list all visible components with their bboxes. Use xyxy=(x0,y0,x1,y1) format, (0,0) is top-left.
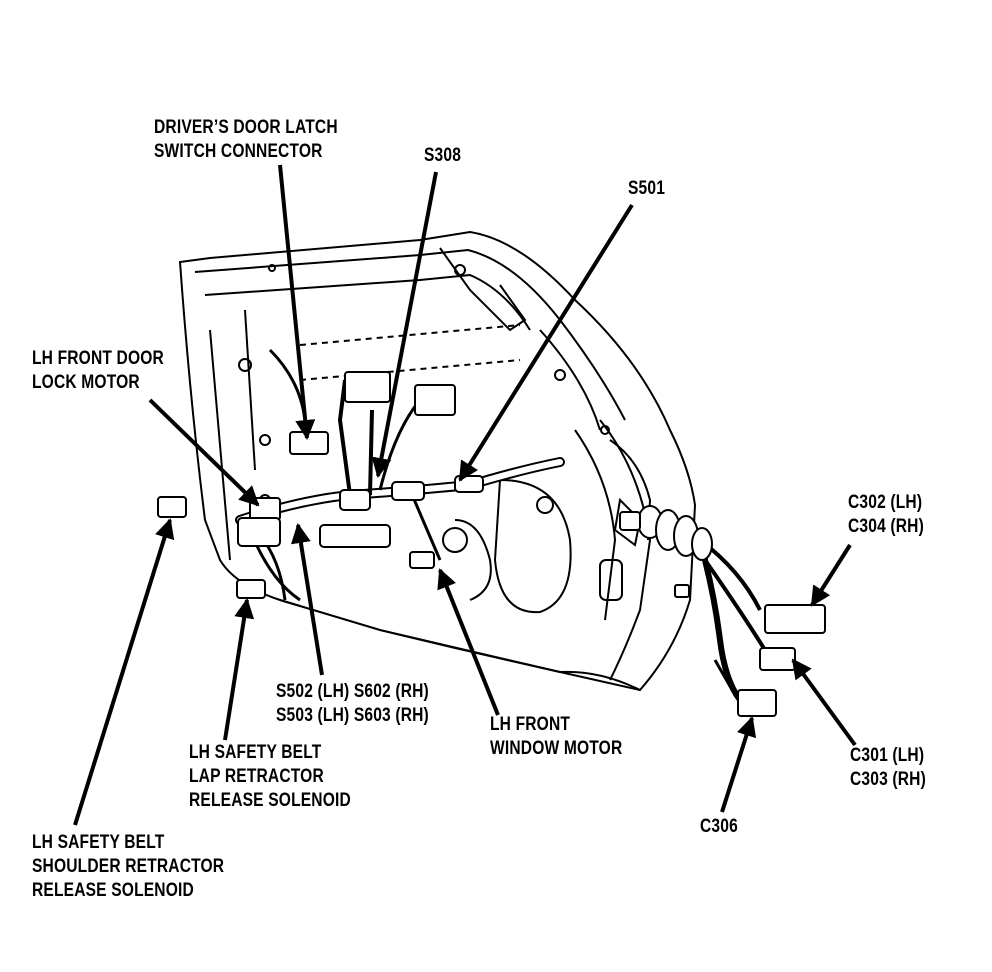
lap-solenoid xyxy=(236,579,266,599)
s503-splice xyxy=(391,481,425,501)
label-c306-text: C306 xyxy=(700,816,738,837)
arrow-s308 xyxy=(371,171,438,478)
leader-arrows xyxy=(73,164,857,826)
s502-splice xyxy=(339,489,371,511)
label-latch-switch-line1: DRIVER’S DOOR LATCH xyxy=(154,117,338,138)
arrow-s501 xyxy=(458,203,634,482)
latch-switch-connector xyxy=(289,431,329,455)
arrow-shoulder-solenoid xyxy=(73,518,175,826)
lock-motor-plug xyxy=(237,517,281,547)
c302-connector xyxy=(764,604,826,634)
label-latch-switch-line2: SWITCH CONNECTOR xyxy=(154,141,323,162)
label-c303: C303 (RH) xyxy=(850,769,926,790)
label-s502-s602: S502 (LH) S602 (RH) xyxy=(276,681,429,702)
label-c302: C302 (LH) xyxy=(848,492,923,513)
label-c301: C301 (LH) xyxy=(850,745,925,766)
label-latch-switch: DRIVER’S DOOR LATCH SWITCH CONNECTOR xyxy=(154,116,338,164)
label-window-motor: LH FRONT WINDOW MOTOR xyxy=(490,713,622,761)
label-lap-solenoid: LH SAFETY BELT LAP RETRACTOR RELEASE SOL… xyxy=(189,741,351,813)
label-shoulder-solenoid-line2: SHOULDER RETRACTOR xyxy=(32,856,225,877)
label-lap-solenoid-line2: LAP RETRACTOR xyxy=(189,766,324,787)
shoulder-solenoid xyxy=(157,496,187,518)
arrow-window-motor xyxy=(437,568,500,716)
label-s308: S308 xyxy=(424,144,461,168)
label-shoulder-solenoid-line1: LH SAFETY BELT xyxy=(32,832,165,853)
label-s501: S501 xyxy=(628,177,665,201)
window-motor-plug xyxy=(409,551,435,569)
label-c301-c303: C301 (LH) C303 (RH) xyxy=(850,744,926,792)
label-shoulder-solenoid: LH SAFETY BELT SHOULDER RETRACTOR RELEAS… xyxy=(32,831,224,903)
arrow-s502 xyxy=(290,523,324,676)
arrow-c302 xyxy=(810,543,852,607)
label-lap-solenoid-line3: RELEASE SOLENOID xyxy=(189,790,351,811)
label-s502-s603: S502 (LH) S602 (RH) S503 (LH) S603 (RH) xyxy=(276,680,429,728)
label-s503-s603: S503 (LH) S603 (RH) xyxy=(276,705,429,726)
door-panel xyxy=(178,230,697,692)
label-c302-c304: C302 (LH) C304 (RH) xyxy=(848,491,924,539)
components xyxy=(157,371,826,717)
arrow-c301 xyxy=(791,658,857,747)
label-c306: C306 xyxy=(700,815,738,839)
arrow-latch-switch xyxy=(278,164,316,440)
arrow-c306 xyxy=(720,716,757,813)
label-lock-motor-line2: LOCK MOTOR xyxy=(32,372,140,393)
label-window-motor-line1: LH FRONT xyxy=(490,714,571,735)
label-lock-motor-line1: LH FRONT DOOR xyxy=(32,348,164,369)
s308-connector xyxy=(344,371,391,403)
arrow-lap-solenoid xyxy=(223,598,255,741)
label-lock-motor: LH FRONT DOOR LOCK MOTOR xyxy=(32,347,164,395)
label-s308-text: S308 xyxy=(424,145,462,166)
c301-connector xyxy=(759,647,796,671)
label-window-motor-line2: WINDOW MOTOR xyxy=(490,738,623,759)
arrow-lock-motor xyxy=(148,398,260,507)
c306-connector xyxy=(737,689,777,717)
label-c304: C304 (RH) xyxy=(848,516,924,537)
upper-connector xyxy=(414,384,456,416)
label-shoulder-solenoid-line3: RELEASE SOLENOID xyxy=(32,880,194,901)
label-lap-solenoid-line1: LH SAFETY BELT xyxy=(189,742,322,763)
label-s501-text: S501 xyxy=(628,178,666,199)
